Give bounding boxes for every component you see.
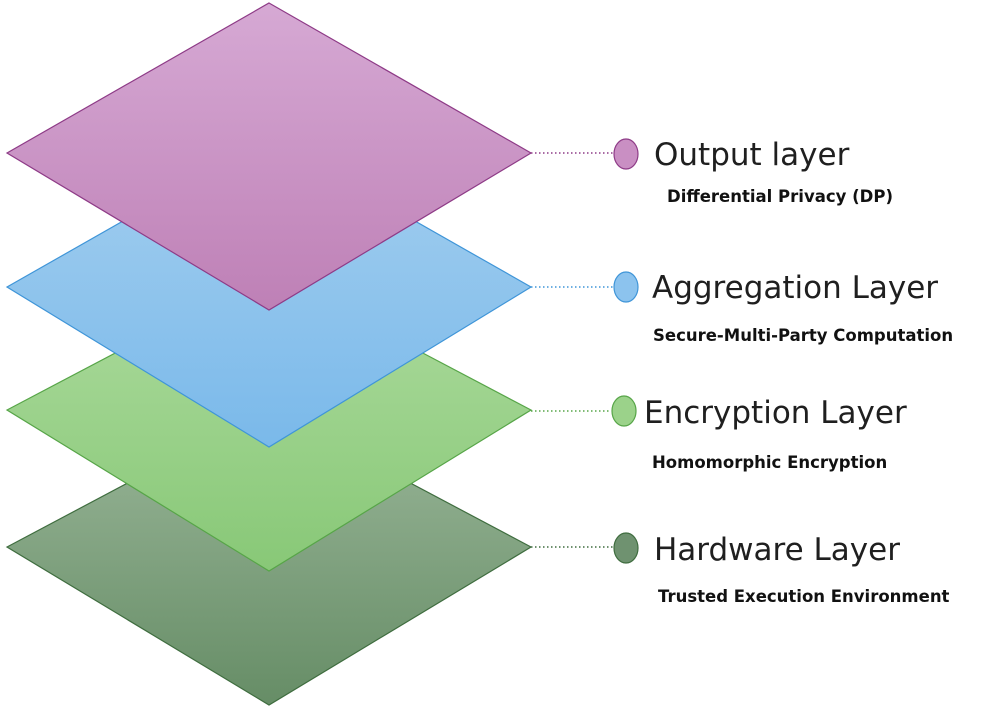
hardware-layer-technique: Trusted Execution Environment [658,587,950,606]
aggregation-layer-callout: Aggregation Layer Secure-Multi-Party Com… [531,270,953,345]
aggregation-layer-technique: Secure-Multi-Party Computation [653,326,953,345]
aggregation-layer-marker [614,272,638,302]
output-layer-technique: Differential Privacy (DP) [667,187,893,206]
hardware-layer-marker-outline [613,532,639,564]
aggregation-layer-title: Aggregation Layer [652,270,938,306]
encryption-layer-callout: Encryption Layer Homomorphic Encryption [531,395,907,472]
encryption-layer-title: Encryption Layer [644,395,907,431]
encryption-layer-marker-outline [611,395,637,427]
hardware-layer-marker [614,533,638,563]
encryption-layer-technique: Homomorphic Encryption [652,453,887,472]
output-layer-plane [5,2,533,311]
output-layer-callout: Output layer Differential Privacy (DP) [531,137,893,206]
hardware-layer-callout: Hardware Layer Trusted Execution Environ… [531,532,950,606]
hardware-layer-title: Hardware Layer [654,532,900,568]
output-layer-title: Output layer [654,137,850,173]
output-layer-marker [614,139,638,169]
output-layer-marker-outline [613,138,639,170]
encryption-layer-marker [612,396,636,426]
aggregation-layer-marker-outline [613,271,639,303]
